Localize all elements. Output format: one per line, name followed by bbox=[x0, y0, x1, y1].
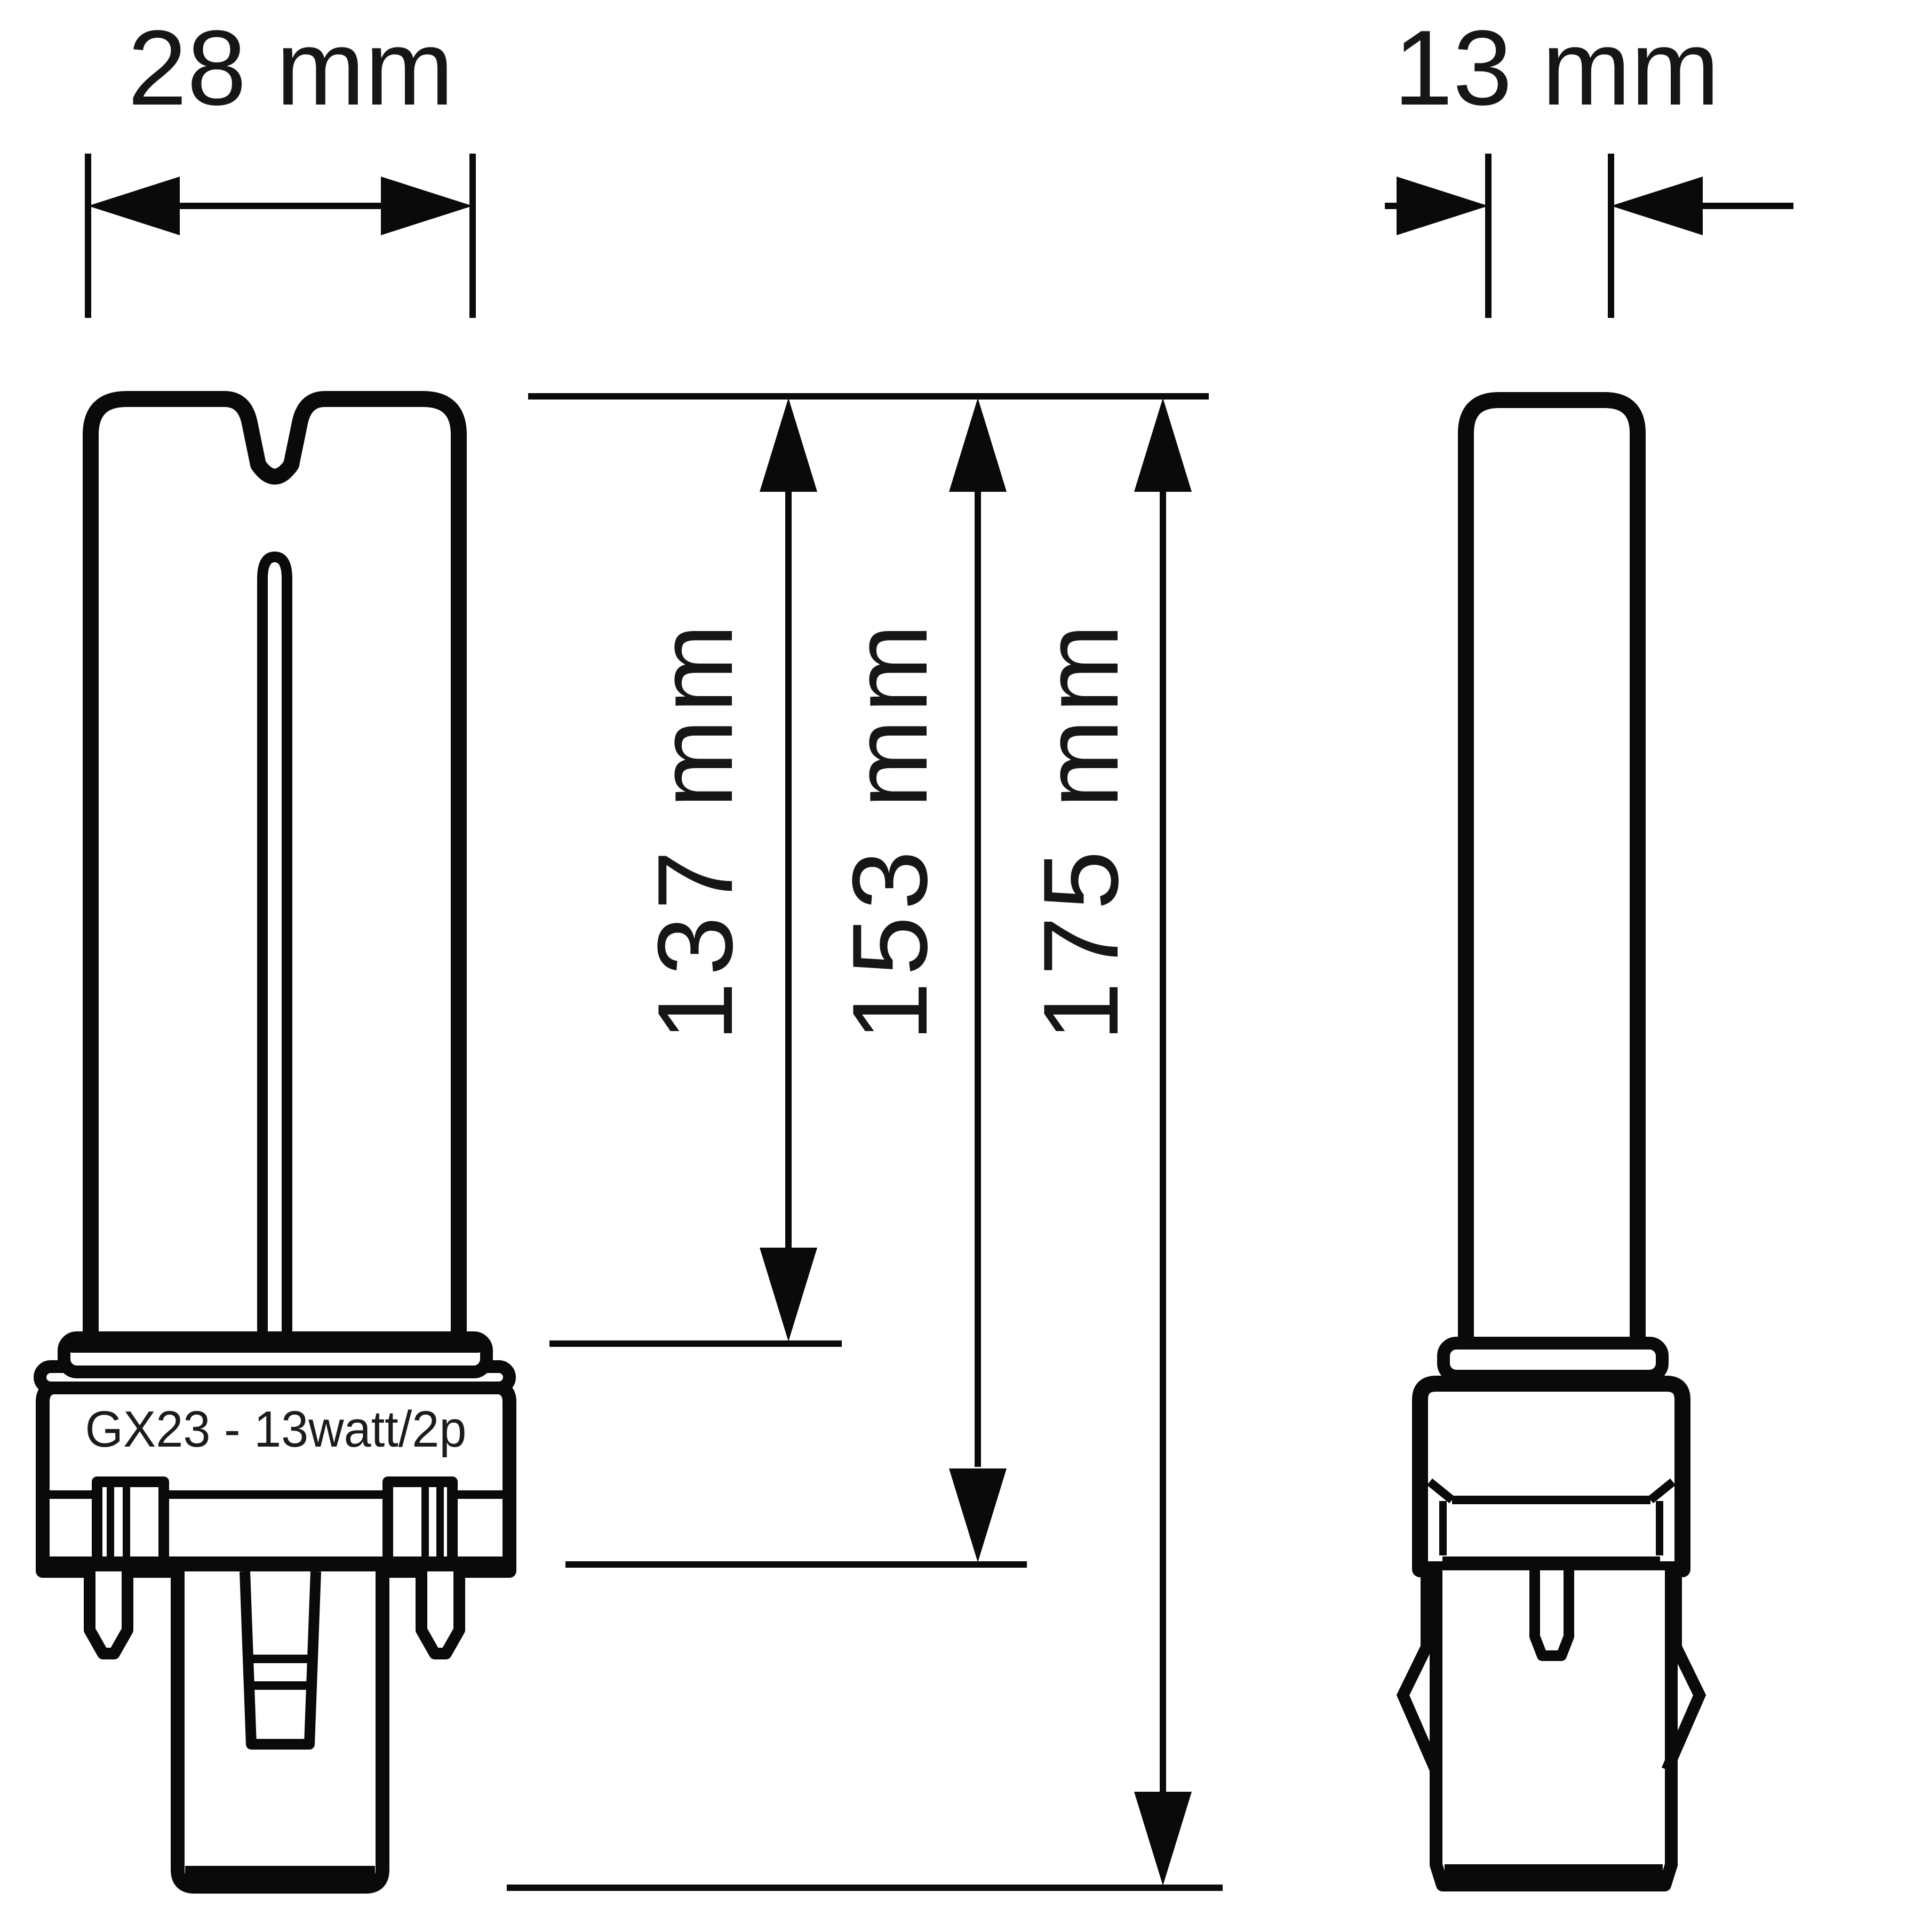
dim-13mm: 13 mm bbox=[1385, 9, 1793, 318]
dim-137mm-arrow-up-icon bbox=[760, 398, 817, 492]
dim-137mm: 137 mm bbox=[549, 398, 842, 1347]
side-shelf-diagonal-left bbox=[1426, 1478, 1455, 1504]
front-tube-inner-slot bbox=[257, 551, 292, 1344]
dim-153mm-label: 153 mm bbox=[831, 618, 950, 1041]
side-collar bbox=[1437, 1337, 1669, 1383]
dim-137mm-label: 137 mm bbox=[636, 618, 755, 1041]
side-latch-barb-right bbox=[1661, 1568, 1706, 1773]
dim-175mm: 175 mm bbox=[507, 398, 1223, 1891]
dim-28mm-label: 28 mm bbox=[127, 9, 453, 127]
front-collar-band bbox=[65, 1337, 485, 1353]
front-right-pin-boss bbox=[382, 1476, 458, 1563]
side-base-bottom-band bbox=[1442, 1556, 1660, 1570]
dim-175mm-arrow-down-icon bbox=[1134, 1792, 1192, 1886]
dim-153mm-arrow-up-icon bbox=[949, 398, 1007, 492]
dim-13mm-arrow-left-icon bbox=[1397, 177, 1488, 235]
vertical-dimensions: 137 mm 153 mm 175 mm bbox=[507, 393, 1223, 1891]
side-base-body bbox=[1412, 1376, 1690, 1577]
dim-175mm-arrow-up-icon bbox=[1134, 398, 1192, 492]
side-latch-barb-left bbox=[1396, 1568, 1441, 1773]
base-model-label: GX23 - 13watt/2p bbox=[85, 1401, 467, 1458]
side-shelf-diagonal-right bbox=[1647, 1478, 1676, 1504]
dim-153mm: 153 mm bbox=[565, 398, 1027, 1568]
front-tube-outline bbox=[83, 391, 467, 1344]
front-right-pin bbox=[416, 1571, 465, 1659]
side-view bbox=[1396, 392, 1706, 1891]
side-center-key bbox=[1430, 1570, 1678, 1891]
dim-153mm-arrow-down-icon bbox=[949, 1468, 1007, 1562]
front-left-pin bbox=[84, 1571, 133, 1659]
dim-13mm-label: 13 mm bbox=[1393, 9, 1719, 127]
dim-28mm: 28 mm bbox=[85, 9, 476, 318]
dim-175mm-label: 175 mm bbox=[1022, 618, 1141, 1041]
dim-137mm-arrow-down-icon bbox=[760, 1248, 817, 1342]
front-view: GX23 - 13watt/2p bbox=[34, 391, 516, 1894]
side-tube-outline bbox=[1458, 392, 1646, 1345]
side-pin bbox=[1529, 1570, 1574, 1661]
dim-28mm-arrow-left-icon bbox=[88, 177, 180, 235]
dim-28mm-arrow-right-icon bbox=[381, 177, 473, 235]
front-base-bottom-band bbox=[43, 1556, 509, 1571]
dim-13mm-arrow-right-icon bbox=[1611, 177, 1703, 235]
